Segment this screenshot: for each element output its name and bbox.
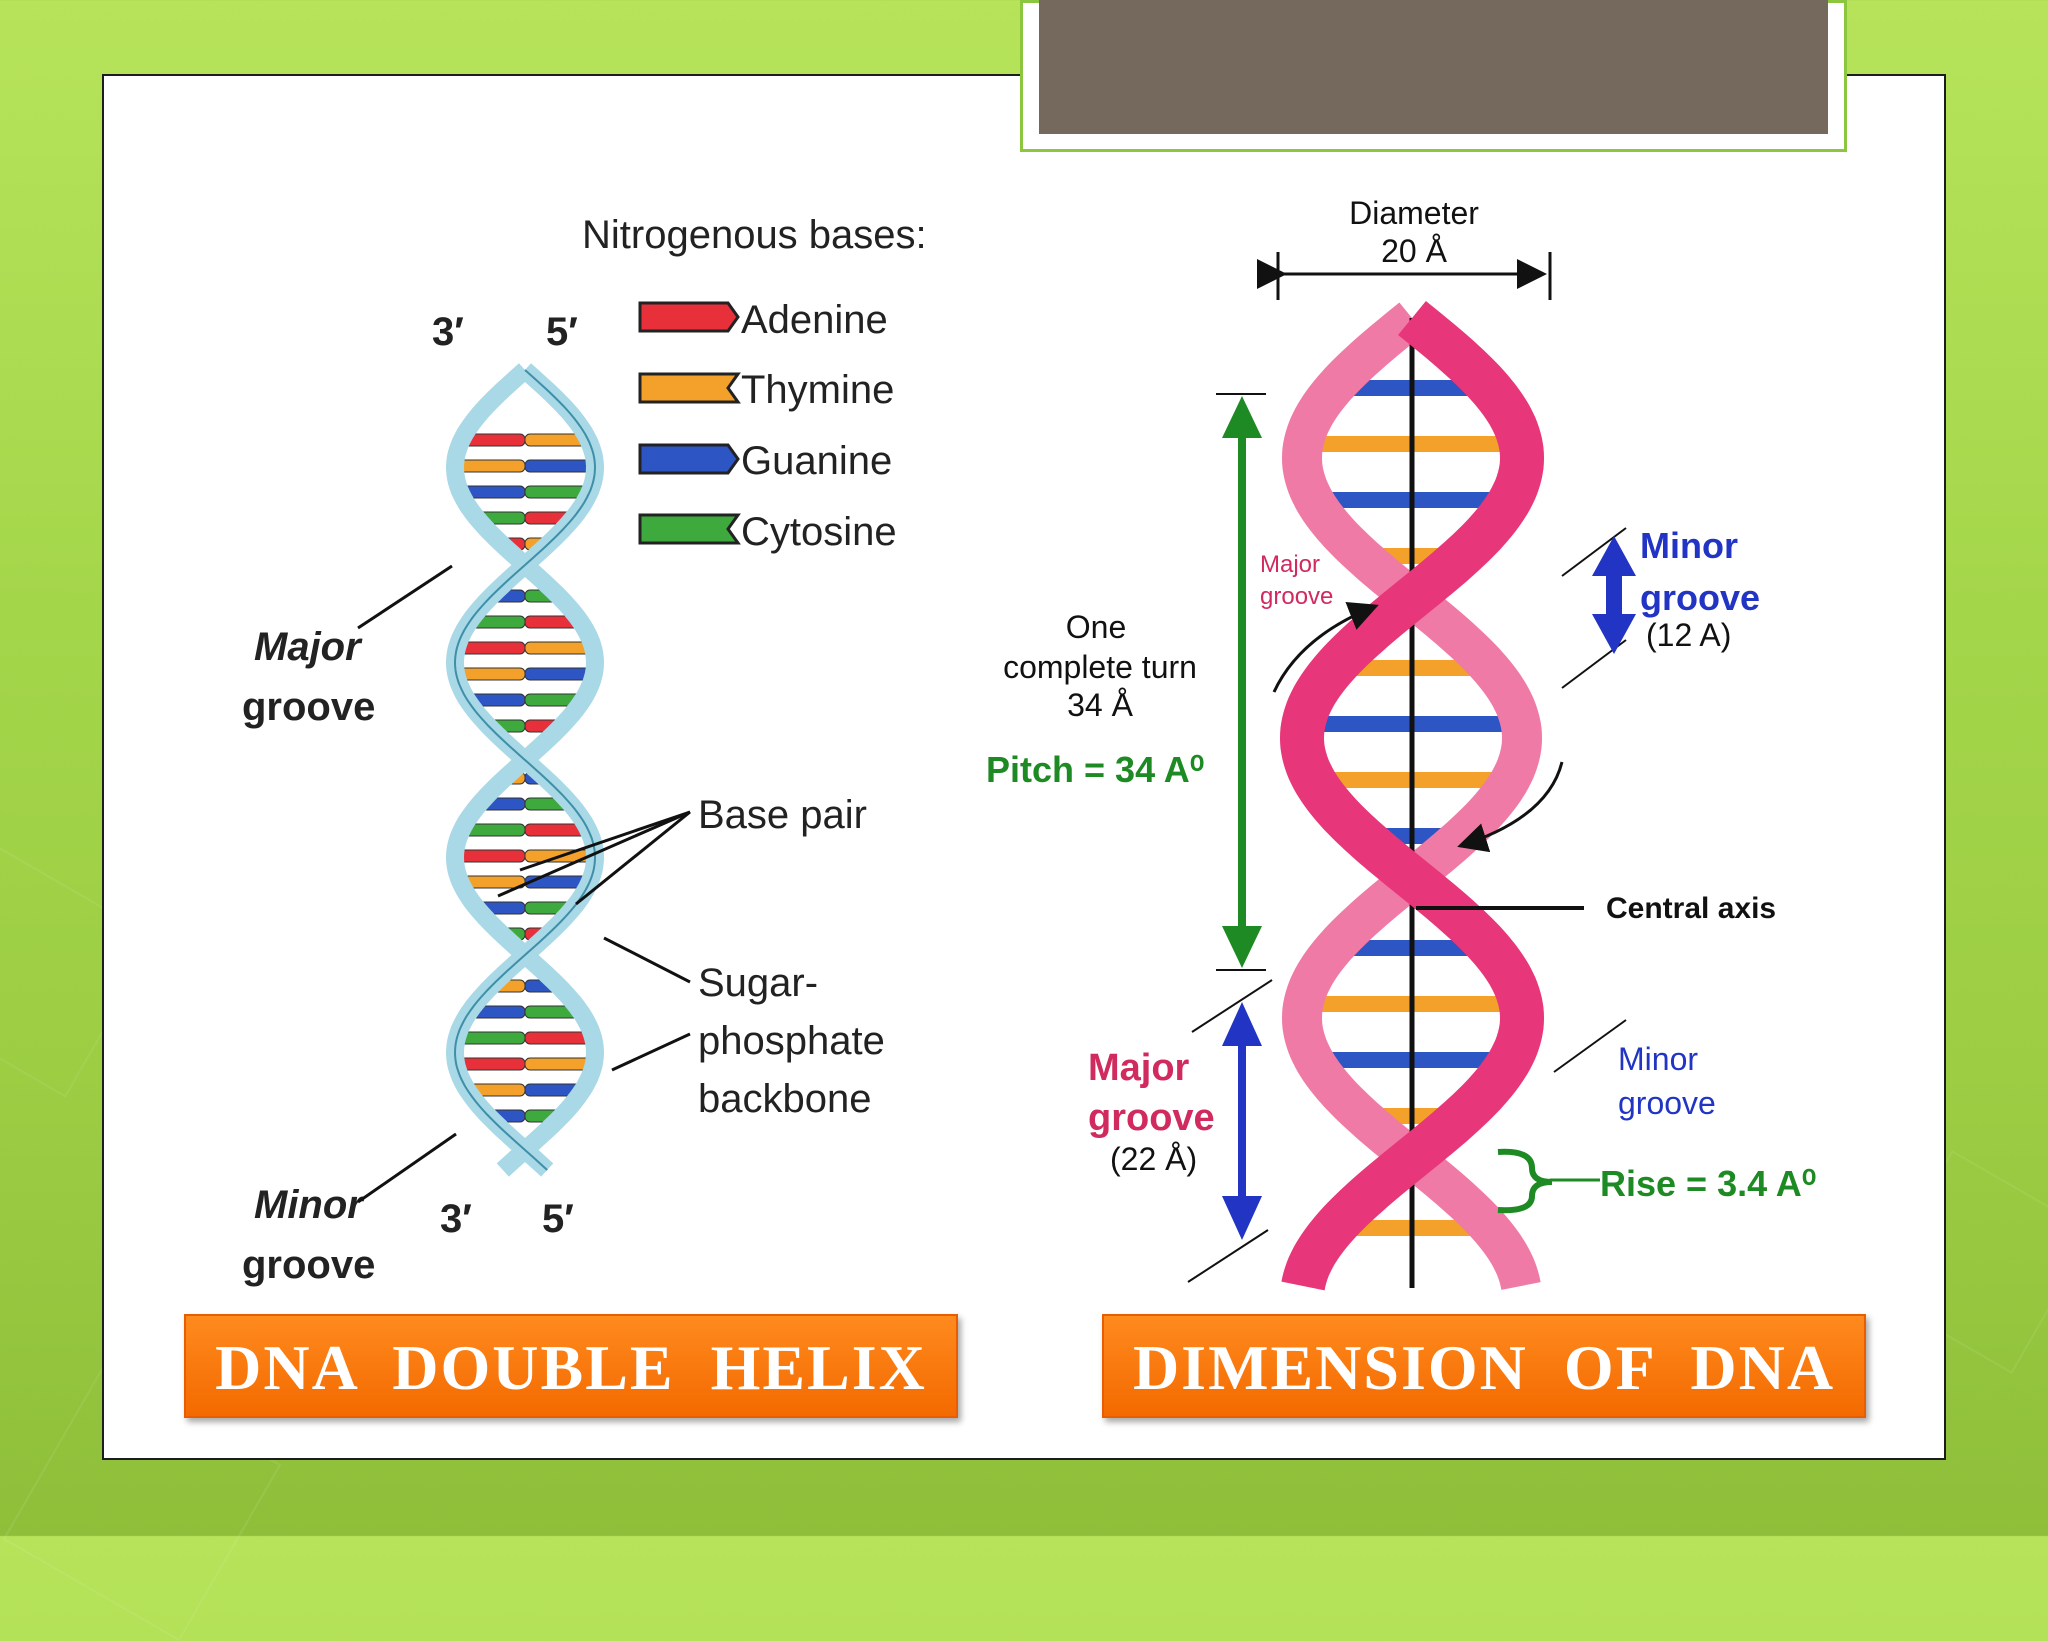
rise-dimension: Rise = 3.4 A⁰ [1497, 1148, 1816, 1214]
legend-guanine: Guanine [638, 439, 892, 483]
central-axis-label: Central axis [1606, 892, 1776, 925]
minor-groove-pointer [357, 1132, 457, 1204]
major-groove-label-line1: Major [254, 625, 363, 669]
base-pair-pointer-1 [519, 810, 691, 872]
minor-bottom-label-line2: groove [1618, 1085, 1716, 1121]
major-bottom-label-line2: groove [1088, 1097, 1215, 1139]
backbone-pointer-1 [603, 936, 691, 984]
central-axis-annotation: Central axis [1416, 892, 1776, 925]
legend-thymine: Thymine [638, 368, 894, 412]
slide-card [102, 74, 1946, 1460]
caption-dimension-of-dna: DIMENSION OF DNA [1102, 1314, 1866, 1418]
title-bar [1039, 0, 1828, 134]
major-bottom-arrow-head-bottom [1222, 1196, 1262, 1240]
guanine-label: Guanine [741, 439, 892, 483]
turn-label-line2: complete turn [1003, 649, 1197, 685]
adenine-swatch [638, 301, 740, 333]
inner-major-groove-line1: Major [1260, 551, 1320, 578]
major-bottom-arrow-head-top [1222, 1002, 1262, 1046]
guanine-swatch [638, 443, 740, 475]
rise-label: Rise = 3.4 A⁰ [1600, 1163, 1816, 1204]
major-groove-pointer [357, 564, 453, 630]
adenine-label: Adenine [741, 298, 888, 342]
top-3-prime-label: 3′ [432, 310, 464, 354]
inner-major-groove-line2: groove [1260, 583, 1333, 610]
left-labels: 3′ 5′ 3′ 5′ Major groove Minor groove Ba… [242, 310, 885, 1287]
caption-dna-double-helix: DNA DOUBLE HELIX [184, 1314, 958, 1418]
minor-top-label-line2: groove [1640, 577, 1760, 618]
minor-top-label-value: (12 A) [1646, 617, 1731, 653]
pitch-label: Pitch = 34 A⁰ [986, 749, 1204, 790]
top-5-prime-label: 5′ [546, 310, 578, 354]
inner-major-groove: Major groove [1260, 551, 1564, 853]
base-pair-rung-left-half [454, 459, 526, 473]
base-pair-pointer-2 [575, 810, 691, 906]
minor-bottom-pointer [1553, 1019, 1627, 1073]
twist-arrow-lower [1457, 761, 1564, 853]
minor-bottom-label-line1: Minor [1618, 1041, 1698, 1077]
bottom-5-prime-label: 5′ [542, 1197, 574, 1241]
dna-diagrams: Nitrogenous bases: Adenine Thymine Guani… [242, 195, 1816, 1291]
right-ribbon-front [1279, 300, 1545, 1291]
turn-label-line1: One [1066, 609, 1126, 645]
thymine-label: Thymine [741, 368, 894, 412]
base-pair-rung-right-half [524, 459, 596, 473]
major-bottom-label-line1: Major [1088, 1047, 1190, 1089]
left-backbone-strand-b [445, 363, 605, 1177]
pitch-arrow-head-bottom [1222, 926, 1262, 968]
rise-brace [1497, 1148, 1553, 1214]
legend-cytosine: Cytosine [638, 510, 897, 554]
minor-groove-bottom-annotation: Minor groove [1553, 1019, 1716, 1121]
minor-groove-top-dimension: Minor groove (12 A) [1561, 525, 1760, 689]
major-bottom-tick-2 [1187, 1229, 1269, 1283]
minor-top-label-line1: Minor [1640, 525, 1738, 566]
backbone-pointer-2 [611, 1032, 691, 1072]
backbone-label-line1: Sugar- [698, 961, 818, 1005]
diameter-label: Diameter [1349, 195, 1479, 231]
right-helix [1279, 300, 1545, 1291]
left-helix [445, 363, 605, 1177]
left-backbone-strand-a-outline [453, 369, 597, 1171]
diameter-value: 20 Å [1381, 233, 1447, 269]
turn-label-line3: 34 Å [1067, 687, 1133, 723]
major-bottom-label-value: (22 Å) [1110, 1141, 1197, 1177]
legend-adenine: Adenine [638, 298, 888, 342]
pitch-arrow-head-top [1222, 396, 1262, 438]
base-pair-label: Base pair [698, 793, 867, 837]
right-ribbon-back [1281, 302, 1543, 1290]
pitch-dimension: One complete turn 34 Å Pitch = 34 A⁰ [986, 393, 1266, 971]
legend-title: Nitrogenous bases: [582, 213, 927, 257]
twist-arrow-upper [1272, 601, 1379, 693]
cytosine-swatch [638, 513, 741, 545]
backbone-label-line2: phosphate [698, 1019, 885, 1063]
base-pair-rung-left-half [454, 849, 526, 863]
major-groove-label-line2: groove [242, 685, 375, 729]
diameter-dimension: Diameter 20 Å [1257, 195, 1552, 300]
base-pair-pointer-3 [497, 810, 691, 898]
minor-groove-label-line1: Minor [254, 1183, 365, 1227]
minor-groove-label-line2: groove [242, 1243, 375, 1287]
cytosine-label: Cytosine [741, 510, 897, 554]
thymine-swatch [638, 372, 741, 404]
major-groove-bottom-dimension: Major groove (22 Å) [1088, 979, 1273, 1283]
minor-top-tick-1 [1561, 527, 1627, 577]
minor-top-arrow [1592, 536, 1636, 654]
bottom-3-prime-label: 3′ [440, 1197, 472, 1241]
backbone-label-line3: backbone [698, 1077, 871, 1121]
left-legend: Nitrogenous bases: Adenine Thymine Guani… [582, 213, 927, 554]
major-bottom-tick-1 [1191, 979, 1273, 1033]
